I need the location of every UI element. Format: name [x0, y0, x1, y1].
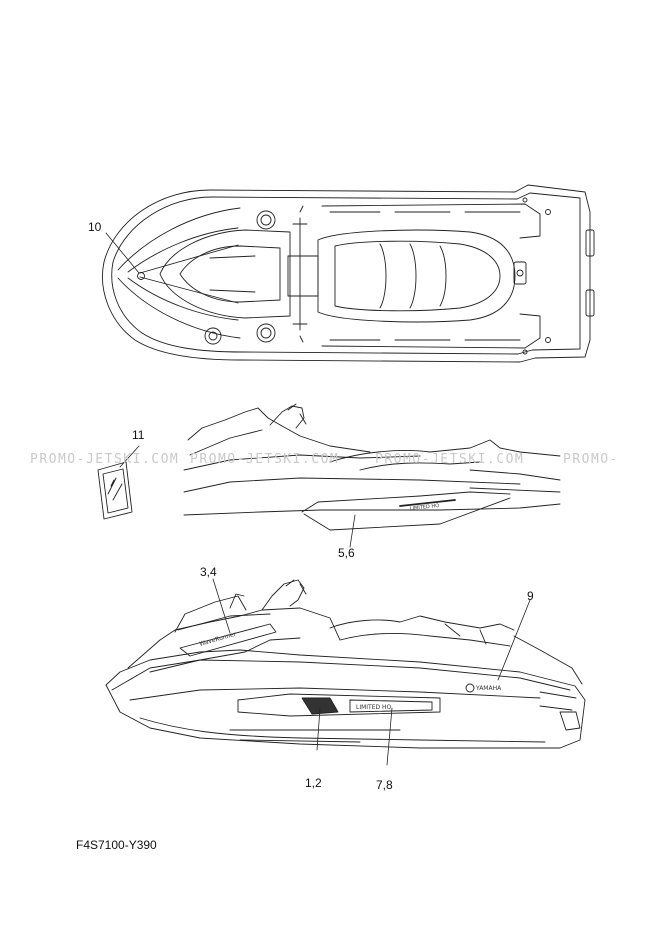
callout-11: 11: [132, 428, 145, 442]
decal-limited-side: LIMITED HO: [356, 704, 392, 711]
decal-waverunner: WaveRunner: [199, 631, 238, 648]
document-code: F4S7100-Y390: [76, 838, 157, 852]
decal-limited-mid: LIMITED HO: [410, 503, 440, 512]
decal-yamaha: YAMAHA: [475, 685, 502, 692]
callout-3-4: 3,4: [200, 565, 217, 579]
callout-1-2: 1,2: [305, 776, 322, 790]
callout-5-6: 5,6: [338, 546, 355, 560]
callout-9: 9: [527, 589, 534, 603]
callout-7-8: 7,8: [376, 778, 393, 792]
decal-11-sticker: [97, 461, 133, 520]
top-view-watercraft: [102, 184, 595, 363]
callout-10: 10: [88, 220, 102, 234]
side-view-partial: [183, 403, 561, 531]
side-view-full: [105, 579, 586, 749]
